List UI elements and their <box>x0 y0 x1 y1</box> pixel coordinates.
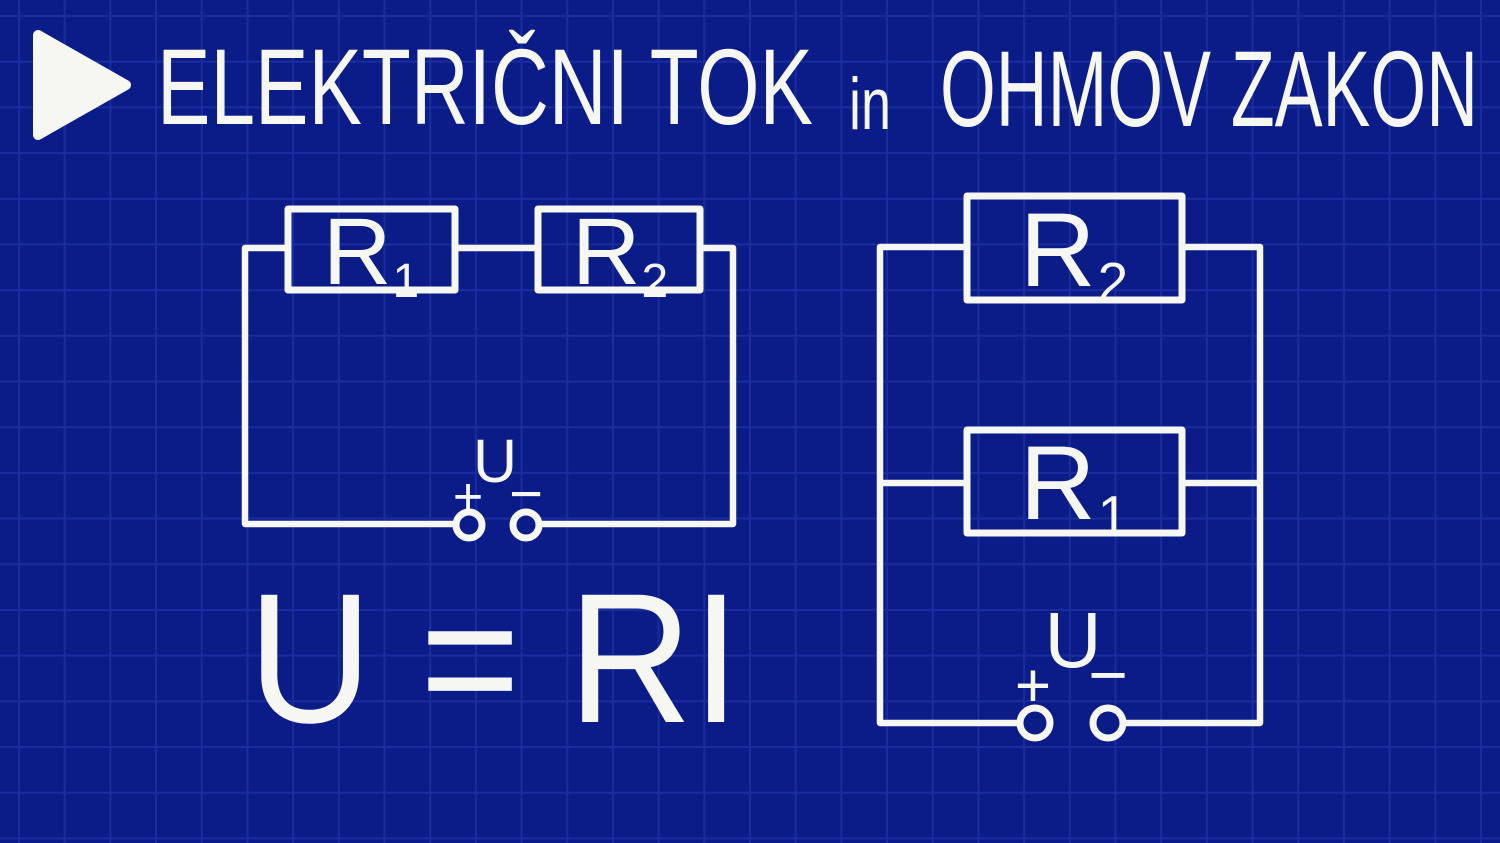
title-connector: in <box>849 64 891 145</box>
series-resistor2-box <box>534 205 704 294</box>
parallel-resistor-top-box <box>963 192 1186 304</box>
parallel-terminal-minus <box>1089 704 1127 742</box>
parallel-voltage-label: U <box>1044 595 1101 684</box>
parallel-voltage-source: U + − <box>1015 595 1128 742</box>
title-part2: OHMOV ZAKON <box>940 28 1478 149</box>
parallel-resistor-bottom-label: R1 <box>1020 425 1128 546</box>
series-voltage-label: U <box>473 427 517 495</box>
series-circuit: R1 R2 U + − <box>241 199 737 542</box>
parallel-resistor-bottom-box <box>963 426 1186 537</box>
parallel-minus-sign: − <box>1088 637 1128 713</box>
parallel-terminal-plus <box>1016 704 1054 742</box>
series-terminal-plus <box>452 508 486 542</box>
series-terminal-minus <box>509 508 543 542</box>
series-resistor2-label: R2 <box>572 199 668 308</box>
parallel-circuit-wires <box>876 243 1264 727</box>
ohms-law-formula: U = RI <box>248 556 740 762</box>
parallel-circuit: R2 R1 U + − <box>876 192 1264 742</box>
page-title: ELEKTRIČNI TOK in OHMOV ZAKON <box>157 26 1478 149</box>
play-icon[interactable] <box>33 30 131 140</box>
title-part1: ELEKTRIČNI TOK <box>157 26 813 147</box>
series-resistor1-label: R1 <box>323 199 419 308</box>
series-circuit-wires <box>241 244 737 528</box>
series-resistor1-box <box>284 205 459 294</box>
parallel-resistor-top-label: R2 <box>1020 192 1128 313</box>
series-voltage-source: U + − <box>452 427 543 542</box>
